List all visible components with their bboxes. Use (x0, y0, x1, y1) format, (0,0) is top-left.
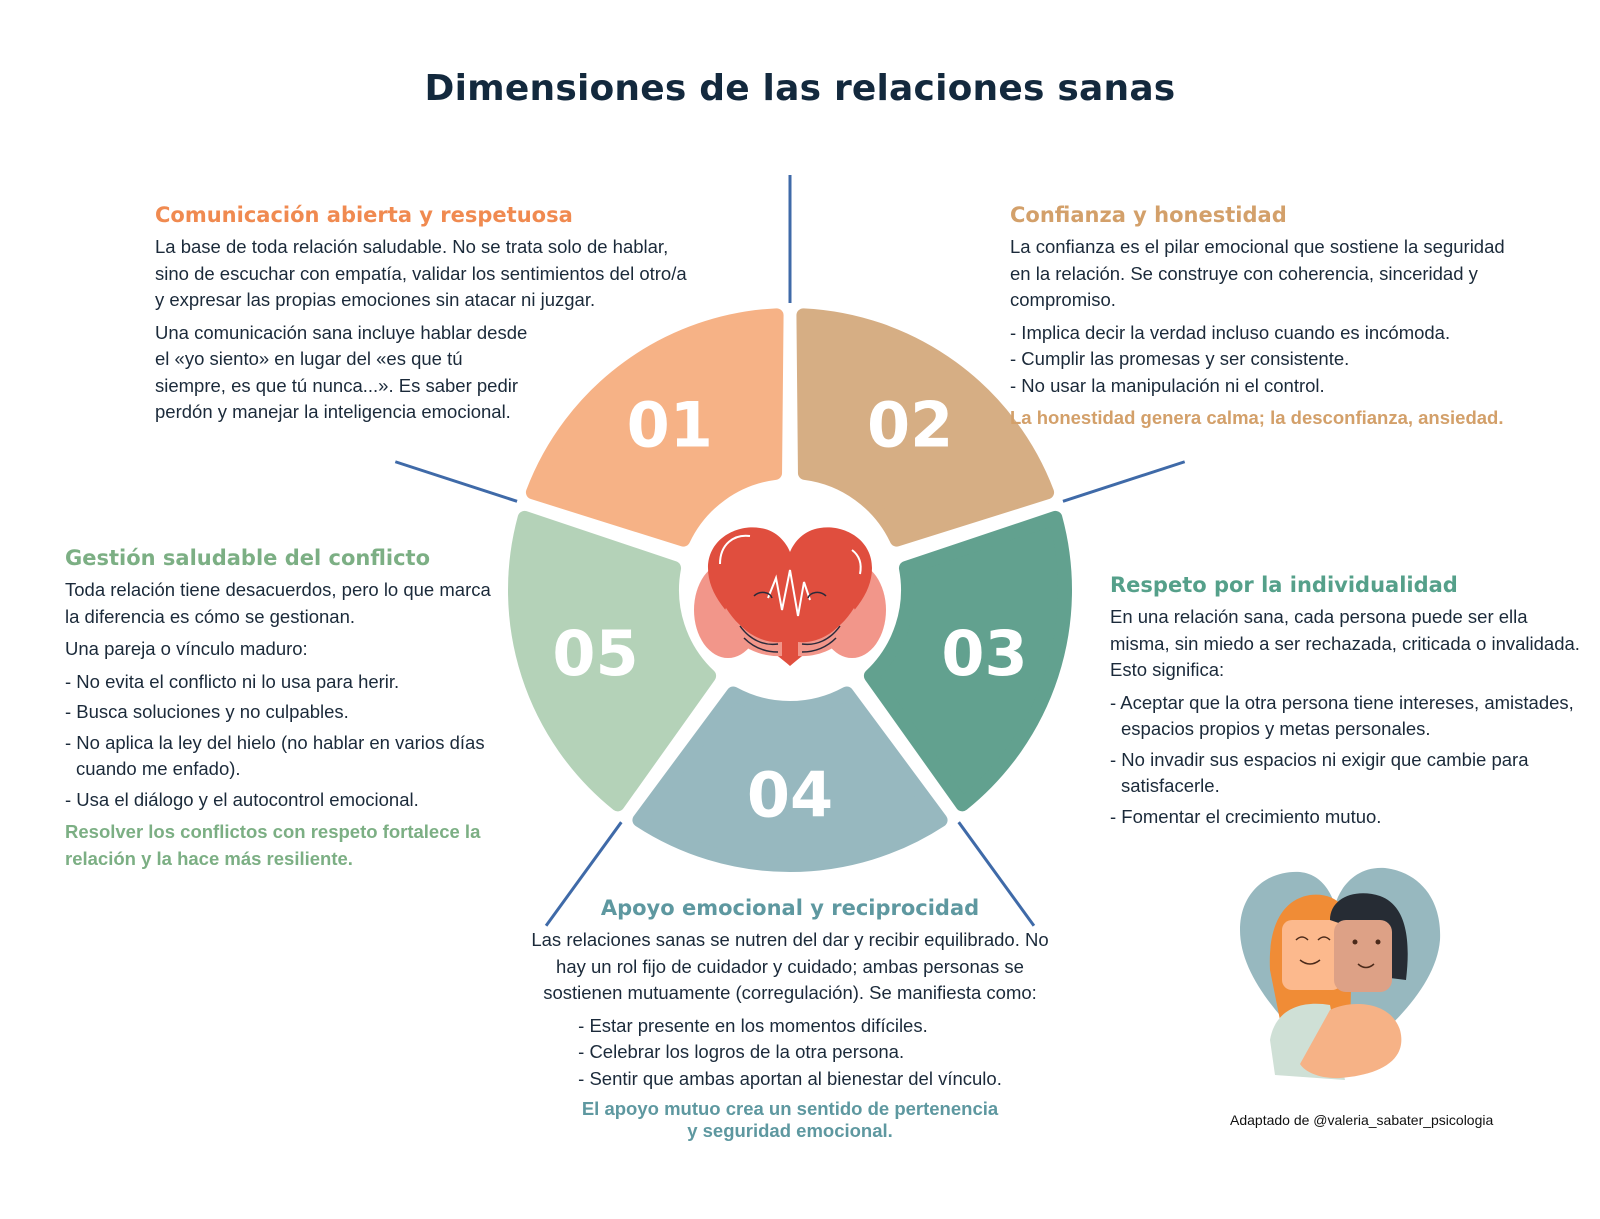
bullet-item: - No evita el conflicto ni lo usa para h… (65, 670, 400, 692)
segment-ring: 01 02 03 04 05 (508, 308, 1072, 872)
dimension-conflicto: Gestión saludable del conflicto Toda rel… (65, 545, 565, 872)
segment-number: 05 (552, 617, 638, 690)
bullet-item: - No aplica la ley del hielo (no hablar … (65, 731, 485, 780)
bullet-item: - Celebrar los logros de la otra persona… (578, 1041, 905, 1062)
bullet-item: - Busca soluciones y no culpables. (65, 701, 349, 722)
connector-line (1062, 460, 1186, 503)
dimension-text: Una pareja o vínculo maduro: (65, 638, 308, 659)
connector-line (544, 821, 623, 927)
dimension-text: Las relaciones sanas se nutren del dar y… (531, 929, 1049, 1003)
bullet-item: - Estar presente en los momentos difícil… (578, 1014, 928, 1036)
segment-02 (796, 308, 1055, 547)
segment-number: 01 (627, 389, 713, 462)
segment-03 (863, 510, 1072, 812)
dimension-heading: Comunicación abierta y respetuosa (155, 203, 573, 227)
bullet-item: - No invadir sus espacios ni exigir que … (1110, 748, 1529, 797)
couple-hugging-heart-icon (1240, 867, 1441, 1080)
segment-number: 02 (867, 389, 953, 462)
segment-04 (632, 686, 948, 872)
dimension-text: Toda relación tiene desacuerdos, pero lo… (65, 579, 491, 627)
dimension-highlight: El apoyo mutuo crea un sentido de perten… (581, 1098, 999, 1141)
credit-text: Adaptado de @valeria_sabater_psicologia (1230, 1112, 1494, 1128)
dimension-text: La confianza es el pilar emocional que s… (1010, 236, 1505, 310)
dimension-text: La base de toda relación saludable. No s… (155, 236, 687, 310)
dimension-heading: Apoyo emocional y reciprocidad (600, 896, 980, 920)
bullet-item: - Cumplir las promesas y ser consistente… (1010, 348, 1350, 369)
dimension-comunicacion: Comunicación abierta y respetuosa La bas… (155, 202, 695, 432)
dimension-text: Una comunicación sana incluye hablar des… (155, 321, 528, 423)
dimension-apoyo: Apoyo emocional y reciprocidad Las relac… (520, 895, 1060, 1142)
bullet-item: - Sentir que ambas aportan al bienestar … (578, 1067, 1002, 1089)
bullet-item: - No usar la manipulación ni el control. (1010, 374, 1325, 396)
bullet-item: - Implica decir la verdad incluso cuando… (1010, 321, 1451, 343)
dimension-heading: Confianza y honestidad (1010, 203, 1287, 227)
dimension-respeto: Respeto por la individualidad En una rel… (1110, 572, 1590, 834)
dimension-confianza: Confianza y honestidad La confianza es e… (1010, 202, 1530, 432)
segment-05 (508, 510, 717, 812)
connector-line (394, 460, 518, 503)
page-title: Dimensiones de las relaciones sanas (424, 68, 1176, 109)
segment-number: 03 (941, 617, 1027, 690)
dimension-text: En una relación sana, cada persona puede… (1110, 606, 1580, 680)
connector-line (957, 821, 1036, 927)
dimension-highlight: La honestidad genera calma; la desconfia… (1010, 407, 1504, 428)
bullet-item: - Usa el diálogo y el autocontrol emocio… (65, 788, 419, 810)
segment-01 (525, 308, 784, 547)
bullet-item: - Fomentar el crecimiento mutuo. (1110, 805, 1382, 827)
segment-number: 04 (747, 759, 833, 832)
heart-in-hands-icon (694, 527, 886, 666)
bullet-item: - Aceptar que la otra persona tiene inte… (1110, 691, 1574, 740)
dimension-heading: Gestión saludable del conflicto (65, 546, 430, 570)
dimension-heading: Respeto por la individualidad (1110, 573, 1458, 597)
connector-lines (394, 175, 1186, 927)
dimension-highlight: Resolver los conflictos con respeto fort… (65, 821, 481, 869)
